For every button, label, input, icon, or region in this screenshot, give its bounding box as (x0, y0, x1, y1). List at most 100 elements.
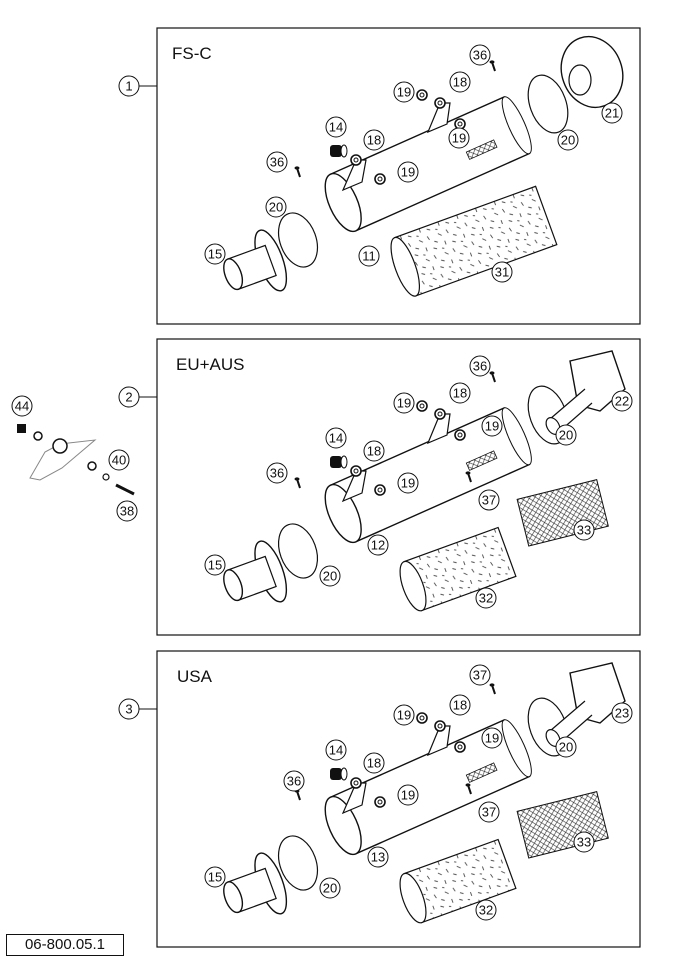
callout-insert: 32 (475, 899, 497, 921)
panel-index-callout: 3 (118, 698, 140, 720)
svg-text:18: 18 (453, 386, 467, 401)
nut-shape (17, 424, 26, 433)
svg-text:33: 33 (577, 835, 591, 850)
mounting-bracket-rear (426, 413, 451, 445)
callout-gasket-rear: 20 (555, 736, 577, 758)
svg-text:19: 19 (397, 708, 411, 723)
rubber-bushing (330, 455, 348, 469)
svg-text:14: 14 (329, 743, 343, 758)
callout-bracket-a: 18 (363, 440, 385, 462)
callout-washer-b: 19 (397, 161, 419, 183)
svg-text:19: 19 (485, 731, 499, 746)
rubber-bushing (330, 144, 348, 158)
svg-text:32: 32 (479, 903, 493, 918)
bracket-washer-rear (434, 720, 446, 732)
svg-text:32: 32 (479, 591, 493, 606)
svg-text:18: 18 (367, 133, 381, 148)
washer-rear-lower (454, 429, 466, 441)
perforated-insert (399, 838, 517, 924)
diagram-code: 06-800.05.1 (6, 934, 124, 956)
washer-shape-b (87, 461, 97, 471)
callout-gasket-front: 20 (265, 196, 287, 218)
svg-text:1: 1 (125, 79, 132, 94)
svg-text:23: 23 (615, 706, 629, 721)
svg-text:31: 31 (495, 265, 509, 280)
svg-text:36: 36 (287, 774, 301, 789)
washer-rear-lower (454, 741, 466, 753)
svg-text:20: 20 (561, 133, 575, 148)
gasket-front (277, 212, 319, 268)
callout-screw-small: 37 (478, 489, 500, 511)
svg-text:11: 11 (362, 249, 376, 264)
callout-end-piece: 22 (611, 390, 633, 412)
end-piece-rear (545, 662, 626, 747)
gasket-front (277, 835, 319, 891)
bolt-shape (115, 483, 135, 496)
svg-text:15: 15 (208, 870, 222, 885)
washer-rear-upper (416, 712, 428, 724)
callout-washer-a: 19 (393, 704, 415, 726)
svg-text:40: 40 (112, 453, 126, 468)
callout-bracket-b: 18 (449, 71, 471, 93)
svg-text:12: 12 (371, 538, 385, 553)
svg-text:20: 20 (559, 740, 573, 755)
svg-text:36: 36 (270, 466, 284, 481)
screw-left (294, 166, 301, 178)
end-piece-rear (560, 35, 624, 109)
svg-text:15: 15 (208, 558, 222, 573)
screw-left (294, 477, 301, 489)
svg-text:18: 18 (367, 756, 381, 771)
svg-text:19: 19 (401, 476, 415, 491)
washer-rear-upper (416, 400, 428, 412)
svg-text:14: 14 (329, 120, 343, 135)
end-piece-rear (545, 350, 626, 435)
callout-washer-a: 19 (393, 392, 415, 414)
svg-text:18: 18 (453, 75, 467, 90)
callout-bracket-a: 18 (363, 752, 385, 774)
callout-gasket-rear: 20 (557, 129, 579, 151)
screw-small (465, 471, 472, 483)
callout-mesh: 33 (573, 831, 595, 853)
screw-top (489, 683, 496, 695)
svg-text:18: 18 (367, 444, 381, 459)
svg-text:14: 14 (329, 431, 343, 446)
bracket-washer-rear (434, 408, 446, 420)
mounting-bracket-rear (426, 725, 451, 757)
callout-end-cap: 15 (204, 554, 226, 576)
end-cap-outlet (223, 852, 288, 915)
bracket-washer-front (350, 777, 362, 789)
callout-silencer: 13 (367, 846, 389, 868)
callout-insert: 32 (475, 587, 497, 609)
panel-frame (156, 650, 641, 948)
callout-gasket-front: 20 (319, 565, 341, 587)
callout-washer-c: 19 (481, 727, 503, 749)
svg-text:13: 13 (371, 850, 385, 865)
silencer-vent (465, 450, 498, 471)
callout-bushing: 14 (325, 116, 347, 138)
svg-text:21: 21 (605, 106, 619, 121)
callout-silencer: 12 (367, 534, 389, 556)
mounting-bracket-front (341, 159, 367, 192)
callout-washer-b: 19 (397, 472, 419, 494)
svg-text:20: 20 (323, 881, 337, 896)
panel-title-eu-aus: EU+AUS (176, 355, 245, 374)
callout-screw-left: 36 (283, 770, 305, 792)
svg-text:37: 37 (482, 493, 496, 508)
callout-silencer: 11 (358, 245, 380, 267)
callout-end-cap: 15 (204, 243, 226, 265)
rubber-bushing (330, 767, 348, 781)
svg-text:3: 3 (125, 702, 132, 717)
screw-top (489, 371, 496, 383)
svg-text:15: 15 (208, 247, 222, 262)
svg-text:36: 36 (270, 155, 284, 170)
callout-gasket-rear: 20 (555, 424, 577, 446)
callout-bolt: 38 (116, 500, 138, 522)
washer-shape-a (33, 431, 43, 441)
callout-end-piece: 21 (601, 102, 623, 124)
callout-bracket-a: 18 (363, 129, 385, 151)
end-cap-outlet (223, 540, 288, 603)
